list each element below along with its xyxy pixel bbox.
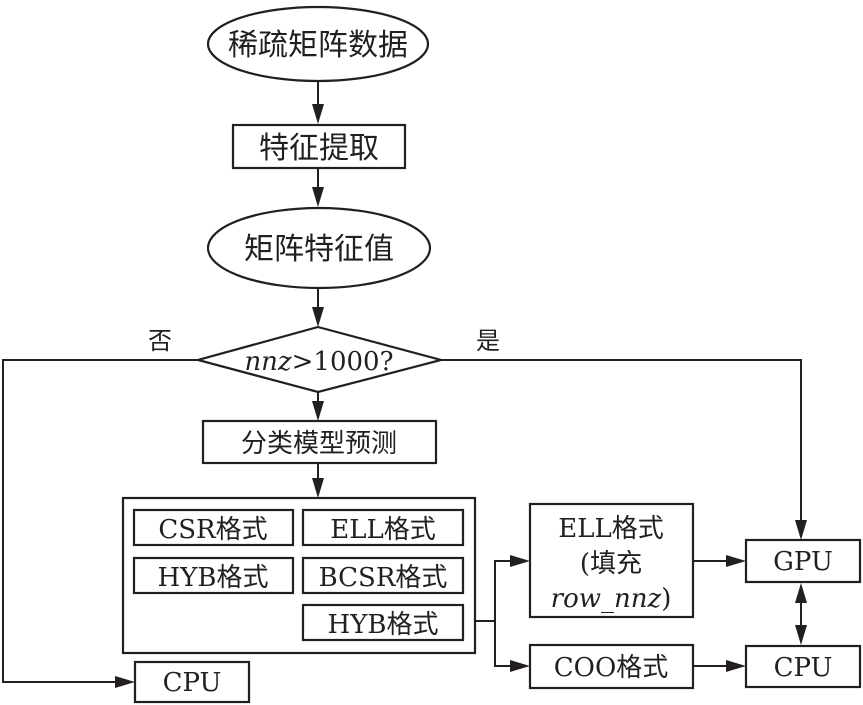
edge-hyb-to-ell xyxy=(494,560,519,621)
format-item-csr: CSR格式 xyxy=(132,508,295,547)
node-label-tail: ) xyxy=(661,584,671,614)
node-label-line-1: ELL格式 xyxy=(558,514,664,544)
arrowhead-icon xyxy=(312,401,324,421)
arrowhead-icon xyxy=(795,625,807,645)
node-label-line-3: row_nnz) xyxy=(551,584,672,614)
decision-label-variable: nnz xyxy=(244,347,291,377)
arrowhead-icon xyxy=(510,555,530,567)
branch-label-yes: 是 xyxy=(476,327,500,355)
node-matrix-features: 矩阵特征值 xyxy=(206,206,432,290)
arrowhead-icon xyxy=(312,187,324,207)
node-feature-extraction: 特征提取 xyxy=(231,123,407,170)
node-label: 矩阵特征值 xyxy=(244,232,394,267)
arrowhead-icon xyxy=(795,520,807,540)
decision-label: nnz>1000? xyxy=(244,347,393,377)
node-sparse-matrix-data: 稀疏矩阵数据 xyxy=(206,5,430,83)
node-label: 分类模型预测 xyxy=(241,429,397,459)
node-label: CPU xyxy=(774,653,833,683)
node-nnz-decision: nnz>1000? xyxy=(193,325,446,394)
branch-label-no: 否 xyxy=(148,327,172,355)
arrowhead-icon xyxy=(726,660,746,672)
arrowhead-icon xyxy=(115,676,135,688)
arrowhead-icon xyxy=(312,307,324,327)
node-ell-padded: ELL格式 (填充 row_nnz) xyxy=(528,502,695,619)
edge-hyb-to-coo xyxy=(494,621,519,667)
format-item-hyb-selected: HYB格式 xyxy=(301,603,465,642)
node-coo-format: COO格式 xyxy=(528,643,695,690)
arrowhead-icon xyxy=(510,660,530,672)
format-label: HYB格式 xyxy=(158,563,269,593)
edge-yes-to-gpu xyxy=(441,359,802,528)
format-label: CSR格式 xyxy=(158,515,267,545)
node-label: CPU xyxy=(163,668,222,698)
arrowhead-icon xyxy=(726,555,746,567)
node-gpu: GPU xyxy=(744,538,862,584)
format-group: CSR格式 ELL格式 HYB格式 BCSR格式 HYB格式 xyxy=(121,496,477,655)
node-label: GPU xyxy=(773,547,833,577)
node-label: 特征提取 xyxy=(259,131,379,166)
node-cpu-right: CPU xyxy=(744,644,862,689)
arrowhead-icon xyxy=(795,583,807,603)
node-label: 稀疏矩阵数据 xyxy=(228,28,408,63)
edge-no-to-cpu-left xyxy=(2,359,198,683)
format-item-hyb: HYB格式 xyxy=(132,556,295,595)
format-item-ell: ELL格式 xyxy=(301,508,465,547)
node-label-line-2: (填充 xyxy=(580,549,642,579)
format-label: ELL格式 xyxy=(330,515,436,545)
edges-layer xyxy=(2,82,807,688)
format-item-bcsr: BCSR格式 xyxy=(301,556,465,595)
arrowhead-icon xyxy=(312,478,324,498)
node-label-variable: row_nnz xyxy=(551,584,662,614)
format-label: HYB格式 xyxy=(328,610,439,640)
arrowhead-icon xyxy=(312,104,324,124)
decision-label-condition: >1000? xyxy=(292,347,394,377)
node-label: COO格式 xyxy=(554,653,669,683)
node-classifier-predict: 分类模型预测 xyxy=(201,419,438,465)
node-cpu-left: CPU xyxy=(133,660,251,704)
format-label: BCSR格式 xyxy=(319,563,448,593)
